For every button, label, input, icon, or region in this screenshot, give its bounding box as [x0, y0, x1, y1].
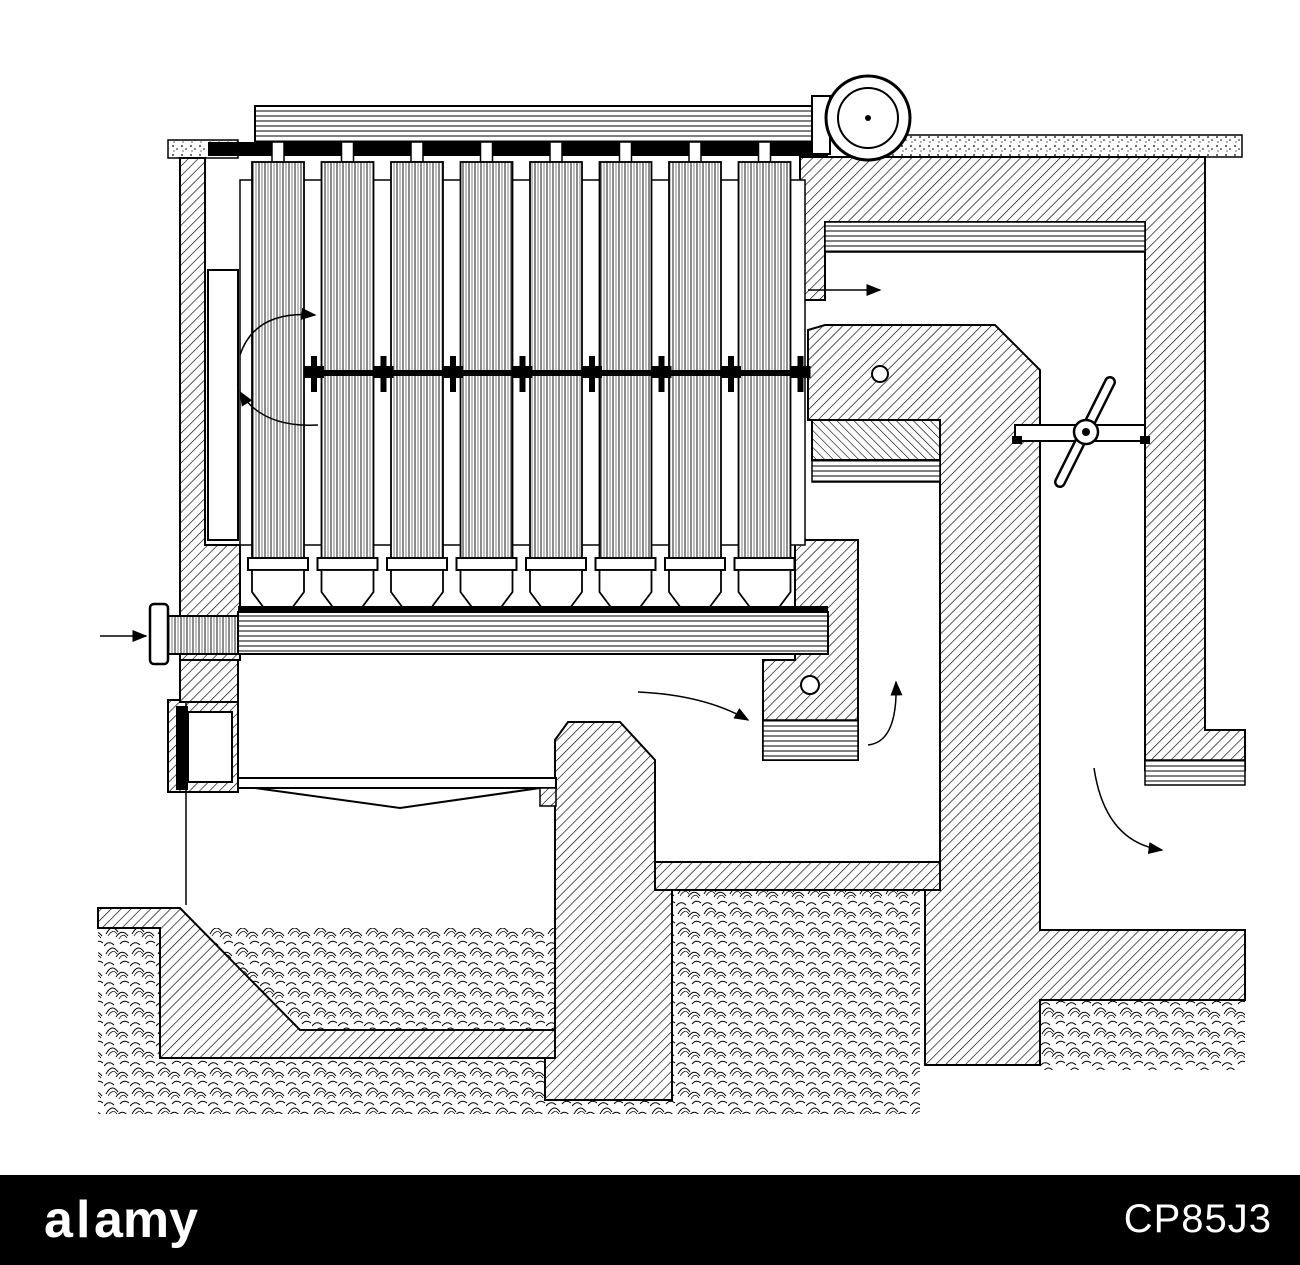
svg-text:a: a: [44, 1191, 74, 1249]
svg-text:amy: amy: [94, 1191, 198, 1249]
water-tube: [664, 141, 726, 609]
tube-clamp: [790, 356, 811, 392]
svg-text:l: l: [76, 1191, 90, 1249]
tube-tie-bar: [304, 356, 811, 392]
tube-clamp: [373, 356, 394, 392]
tube-clamp: [582, 356, 602, 392]
tube-clamp: [443, 356, 463, 392]
header-support-lining: [762, 719, 859, 761]
left-wall-panel: [207, 269, 239, 541]
bridge-wall-pier: [544, 721, 673, 1101]
baffle-block-lining: [811, 459, 941, 483]
water-tube: [455, 141, 518, 609]
tube-clamp: [512, 356, 533, 392]
flue-wall-foot-lining: [1144, 759, 1246, 786]
flue-floor-slab: [654, 861, 941, 891]
boiler-cross-section-illustration: [97, 74, 1246, 1114]
fire-grate: [237, 777, 557, 810]
watermark-bar: a l amy CP85J3: [0, 1175, 1300, 1265]
tube-clamp: [304, 356, 324, 392]
gas-flow-arrows: [100, 284, 1164, 855]
baffle-block: [811, 419, 941, 461]
gravel-cover-right: [879, 134, 1243, 158]
steam-outlet-pipe: [824, 74, 912, 162]
water-tube: [316, 141, 379, 609]
water-tube: [247, 141, 309, 609]
alamy-logo: a l amy: [44, 1191, 198, 1249]
water-tube: [525, 141, 587, 609]
water-tube: [733, 141, 796, 609]
flue-wall-inner-lining: [824, 221, 1146, 253]
water-tube: [386, 141, 448, 609]
mud-drum: [237, 606, 829, 655]
steam-header: [208, 95, 831, 156]
support-bolt-hole: [800, 675, 820, 695]
tube-clamp: [651, 356, 672, 392]
pier-bolt-hole-upper: [871, 365, 889, 383]
image-id-label: CP85J3: [1123, 1197, 1272, 1241]
tube-clamp: [721, 356, 741, 392]
flue-damper: [1012, 376, 1150, 488]
feed-water-inlet: [148, 602, 239, 703]
firing-door: [167, 699, 239, 905]
